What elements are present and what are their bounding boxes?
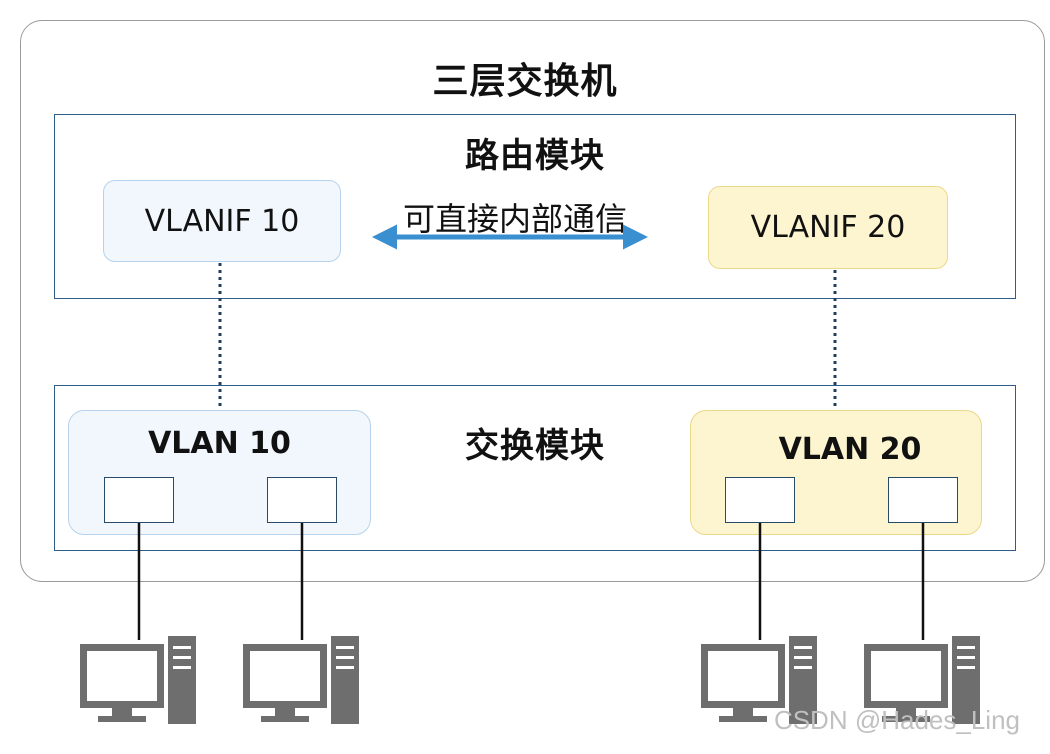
vlanif-20-box: VLANIF 20 xyxy=(708,186,948,269)
routing-module-label: 路由模块 xyxy=(465,136,605,176)
csdn-watermark: CSDN @Hades_Ling xyxy=(773,705,1020,735)
desktop-computer-icon xyxy=(701,636,817,724)
desktop-computer-icon xyxy=(864,636,980,724)
vlan-10-label: VLAN 10 xyxy=(148,426,291,461)
vlan-10-port-1 xyxy=(104,477,174,523)
vlan-20-label: VLAN 20 xyxy=(778,432,922,467)
vlan-10-port-2 xyxy=(267,477,337,523)
vlan-20-port-1 xyxy=(725,477,795,523)
vlanif-10-box: VLANIF 10 xyxy=(103,180,341,262)
diagram-title: 三层交换机 xyxy=(432,61,618,102)
desktop-computer-icon xyxy=(243,636,359,724)
vlan-20-port-2 xyxy=(888,477,958,523)
desktop-computer-icon xyxy=(80,636,196,724)
vlanif-10-label: VLANIF 10 xyxy=(144,203,300,239)
vlanif-20-label: VLANIF 20 xyxy=(750,210,906,245)
switching-module-label: 交换模块 xyxy=(465,426,605,466)
